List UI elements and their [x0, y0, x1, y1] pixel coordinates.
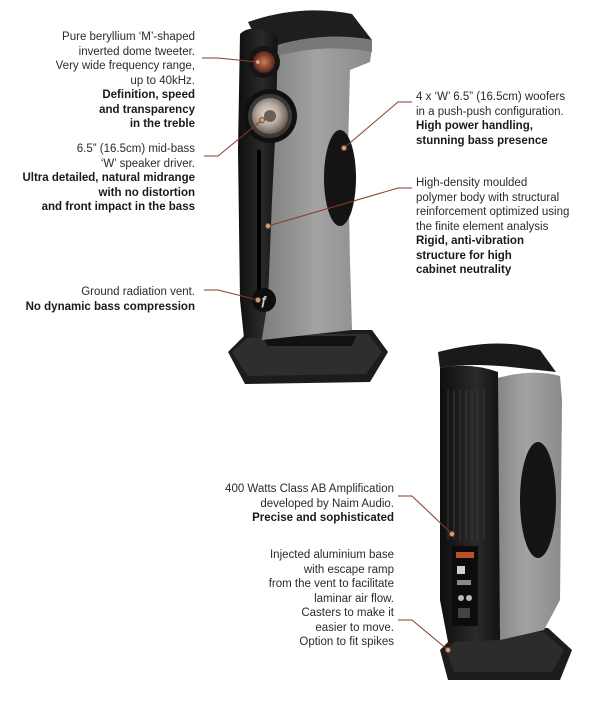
midbass-line: 6.5” (16.5cm) mid-bass: [76, 143, 195, 155]
midbass-highlight: and front impact in the bass: [41, 201, 195, 213]
base-line: Injected aluminium base: [269, 549, 394, 561]
woofers-line: 4 x ‘W’ 6.5” (16.5cm) woofers: [416, 91, 566, 103]
tweeter-highlight: Definition, speed: [102, 89, 195, 101]
base-line: laminar air flow.: [314, 592, 394, 605]
body-highlight: Rigid, anti-vibration: [416, 235, 524, 247]
body-line: polymer body with structural: [416, 191, 560, 204]
base-line: easier to move.: [315, 621, 394, 634]
annotation-tweeter: Pure beryllium ‘M’-shaped inverted dome …: [56, 30, 195, 132]
annotation-amp: 400 Watts Class AB Amplification develop…: [225, 482, 394, 526]
midbass-line: ‘W’ speaker driver.: [100, 157, 195, 170]
annotation-vent: Ground radiation vent. No dynamic bass c…: [26, 285, 195, 314]
tweeter-line: inverted dome tweeter.: [78, 45, 195, 58]
midbass-highlight: Ultra detailed, natural midrange: [22, 172, 195, 184]
amp-line: developed by Naim Audio.: [260, 497, 394, 510]
base-line: Casters to make it: [301, 607, 394, 619]
woofers-highlight: stunning bass presence: [416, 134, 548, 147]
annotation-body: High-density moulded polymer body with s…: [416, 176, 569, 278]
rear-speaker: [438, 343, 572, 680]
leader-lines: [202, 57, 453, 651]
midbass-highlight: with no distortion: [98, 186, 195, 199]
vent-highlight: No dynamic bass compression: [25, 300, 195, 313]
body-line: the finite element analysis: [416, 220, 549, 233]
base-line: from the vent to facilitate: [268, 578, 394, 590]
body-highlight: cabinet neutrality: [416, 264, 512, 276]
amp-highlight: Precise and sophisticated: [252, 512, 394, 524]
tweeter-line: Pure beryllium ‘M’-shaped: [62, 31, 195, 43]
vent-logo-icon: ƒ: [260, 293, 267, 308]
tweeter: [253, 51, 275, 73]
vent-line: Ground radiation vent.: [81, 286, 195, 298]
tweeter-highlight: and transparency: [99, 103, 195, 116]
amp-panel-badge: [456, 552, 474, 558]
annotation-base: Injected aluminium base with escape ramp…: [269, 548, 394, 650]
amp-line: 400 Watts Class AB Amplification: [225, 483, 394, 495]
base-line: Option to fit spikes: [299, 636, 394, 648]
annotation-woofers: 4 x ‘W’ 6.5” (16.5cm) woofers in a push-…: [416, 90, 565, 148]
tweeter-highlight: in the treble: [129, 118, 195, 130]
tweeter-line: Very wide frequency range,: [55, 60, 195, 72]
woofer-slot-rear: [520, 442, 556, 558]
leader-dots: [254, 59, 455, 654]
woofer-slot-front: [324, 130, 356, 226]
base-line: with escape ramp: [303, 563, 394, 576]
annotation-midbass: 6.5” (16.5cm) mid-bass ‘W’ speaker drive…: [22, 142, 195, 215]
body-line: High-density moulded: [416, 177, 528, 189]
front-speaker: ƒ: [228, 10, 388, 384]
tweeter-line: up to 40kHz.: [130, 74, 195, 87]
body-highlight: structure for high: [416, 249, 512, 262]
woofers-highlight: High power handling,: [416, 120, 533, 132]
body-line: reinforcement optimized using: [416, 206, 570, 218]
woofers-line: in a push-push configuration.: [416, 105, 564, 118]
